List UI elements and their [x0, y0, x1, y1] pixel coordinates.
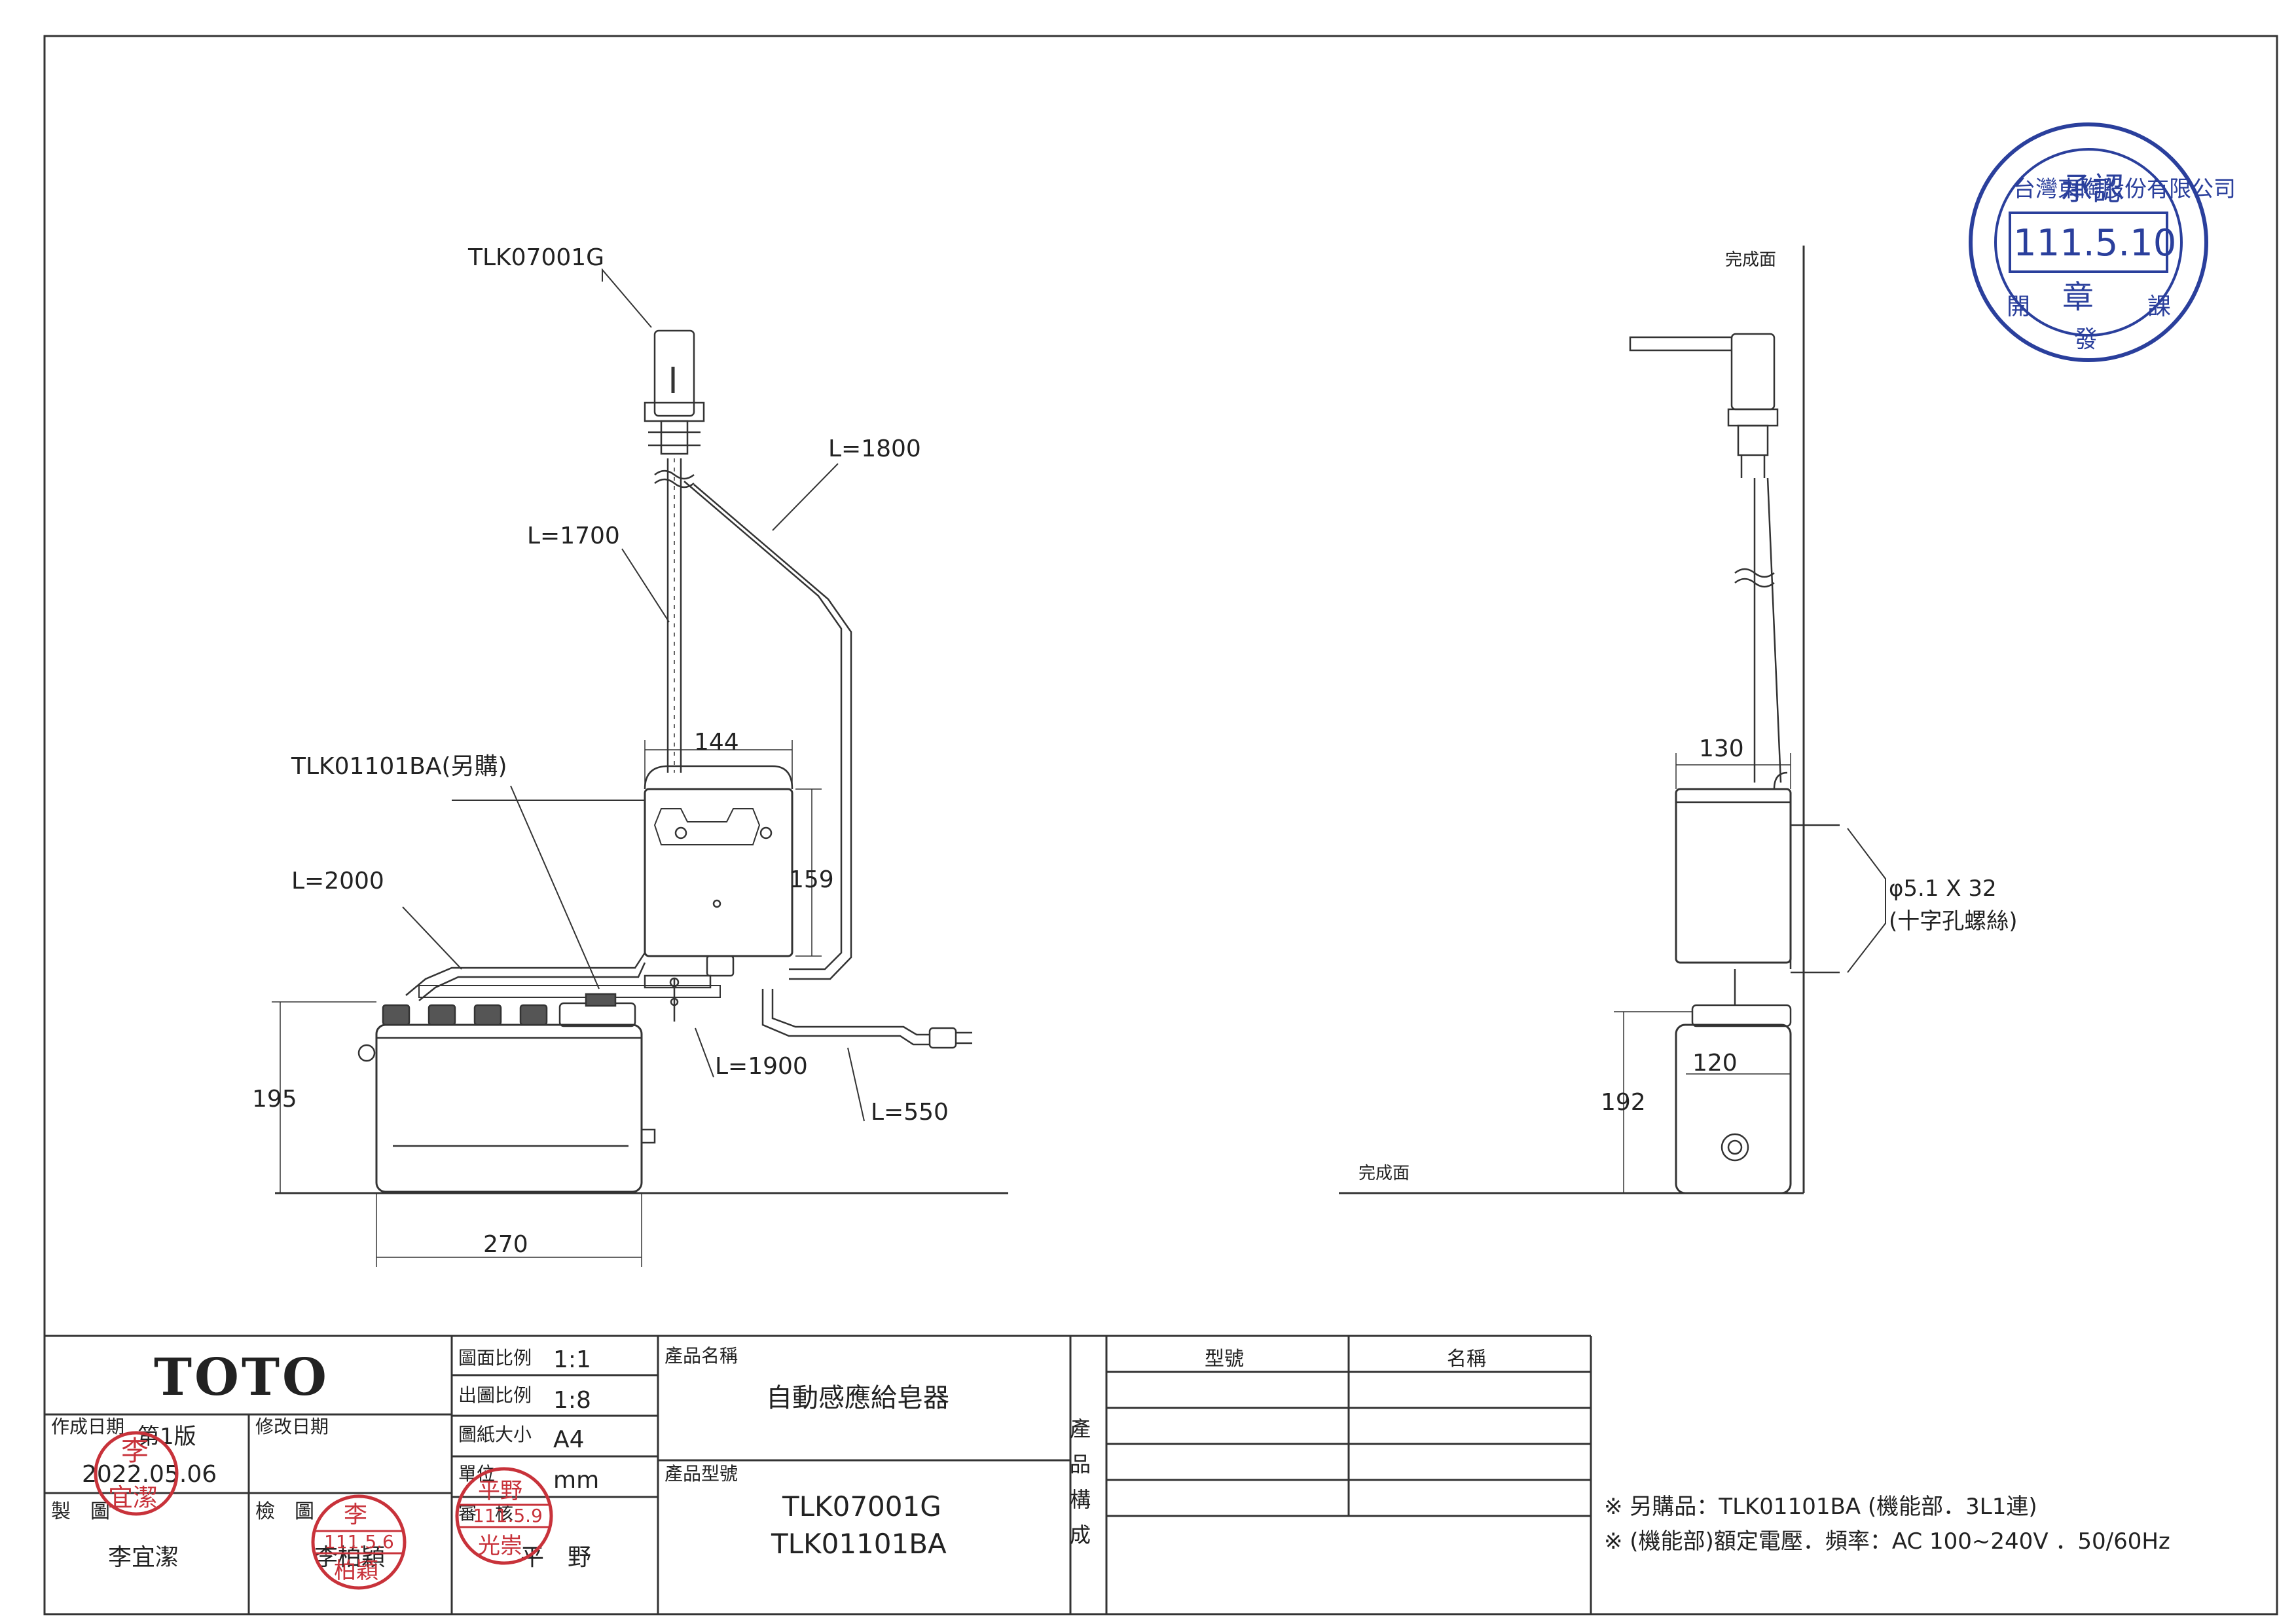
unit-label-tb: 單位 [458, 1463, 495, 1485]
model-1: TLK07001G [782, 1490, 941, 1522]
col-model: 型號 [1205, 1348, 1244, 1371]
drawn-stamp-bottom: 宜潔 [108, 1483, 158, 1512]
checked-by: 李柏穎 [314, 1544, 385, 1571]
revised-label: 修改日期 [255, 1416, 329, 1437]
product-model-label: 產品型號 [665, 1463, 738, 1485]
created-date: 2022.05.06 [82, 1461, 217, 1488]
dim-270: 270 [483, 1231, 528, 1258]
stamp-title: 承認 [2061, 171, 2124, 208]
spout-model-label: TLK07001G [467, 244, 604, 271]
scale-label: 圖面比例 [458, 1347, 532, 1369]
product-name: 自動感應給皂器 [766, 1383, 949, 1413]
model-2: TLK01101BA [771, 1528, 947, 1560]
stamp-dept-right: 課 [2147, 293, 2171, 320]
cable-1800-label: L=1800 [828, 435, 921, 462]
finished-surface-top: 完成面 [1725, 250, 1776, 270]
dim-120: 120 [1692, 1050, 1738, 1077]
title-block-text: TOTO 作成日期 第1版 2022.05.06 修改日期 製 圖 李宜潔 檢 … [51, 1345, 1486, 1571]
paper-label: 圖紙大小 [458, 1424, 532, 1445]
cable-1700-label: L=1700 [527, 523, 620, 549]
drawn-label: 製 圖 [51, 1500, 110, 1523]
side-view-labels: 完成面 130 φ5.1 X 32 (十字孔螺絲) 120 192 完成面 [1358, 250, 2018, 1183]
dim-159: 159 [789, 866, 834, 893]
stamp-company: 台灣東陶股份有限公司 [2013, 176, 2236, 202]
screw-type: (十字孔螺絲) [1889, 908, 2018, 934]
checked-stamp-date: 111.5.6 [324, 1531, 394, 1553]
dim-130: 130 [1699, 735, 1744, 762]
note-2: ※ (機能部)額定電壓．頻率：AC 100~240V ．50/60Hz [1604, 1528, 2170, 1555]
stamp-date: 111.5.10 [2013, 222, 2176, 265]
cable-550-label: L=550 [871, 1099, 949, 1126]
paper-value: A4 [553, 1426, 585, 1453]
screw-spec: φ5.1 X 32 [1889, 876, 1997, 902]
checked-stamp-bottom: 柏穎 [334, 1558, 378, 1584]
product-name-label: 產品名稱 [665, 1345, 738, 1367]
finished-surface-bottom: 完成面 [1358, 1164, 1410, 1183]
personal-stamp-text: 李 宜潔 李 111.5.6 柏穎 平野 111.5.9 光崇 [108, 1435, 543, 1584]
approval-stamp: 台灣東陶股份有限公司 承認 111.5.10 章 開 發 課 [1969, 122, 2236, 362]
stamp-dept-left: 開 [2007, 293, 2030, 320]
review-stamp-date: 111.5.9 [473, 1505, 543, 1526]
side-view [1339, 246, 1886, 1194]
cable-2000-label: L=2000 [291, 868, 384, 895]
checked-label: 檢 圖 [255, 1500, 314, 1523]
review-stamp-bottom: 光崇 [478, 1533, 522, 1559]
review-stamp-top: 平野 [478, 1478, 522, 1504]
created-label: 作成日期 [51, 1416, 124, 1437]
stamp-dept-mid: 發 [2074, 326, 2098, 353]
dim-192: 192 [1601, 1089, 1646, 1116]
title-block [45, 1335, 1592, 1614]
col-name: 名稱 [1447, 1348, 1486, 1371]
print-scale-label: 出圖比例 [458, 1384, 532, 1406]
drawn-stamp-top: 李 [121, 1435, 149, 1467]
cable-1900-label: L=1900 [715, 1053, 808, 1080]
unit-value: mm [553, 1467, 599, 1494]
composition-label: 產品構成 [1066, 1418, 1091, 1559]
review-by: 平 野 [520, 1544, 591, 1571]
note-1: ※ 另購品：TLK01101BA (機能部．3L1連) [1604, 1494, 2037, 1520]
checked-stamp-top: 李 [344, 1502, 367, 1528]
dim-195: 195 [252, 1086, 297, 1113]
scale-value: 1:1 [553, 1346, 591, 1373]
personal-stamps [94, 1431, 553, 1590]
notes: ※ 另購品：TLK01101BA (機能部．3L1連) ※ (機能部)額定電壓．… [1604, 1494, 2170, 1555]
unit-label: TLK01101BA(另購) [291, 753, 507, 780]
print-scale-value: 1:8 [553, 1387, 591, 1414]
front-view-labels: TLK07001G L=1800 L=1700 144 TLK01101BA(另… [252, 244, 949, 1258]
sheet-border [43, 35, 2278, 1615]
dim-144: 144 [694, 729, 739, 756]
brand-logo: TOTO [154, 1348, 329, 1407]
drawn-by: 李宜潔 [108, 1544, 179, 1571]
stamp-seal: 章 [2062, 279, 2094, 316]
front-view [272, 268, 1008, 1267]
